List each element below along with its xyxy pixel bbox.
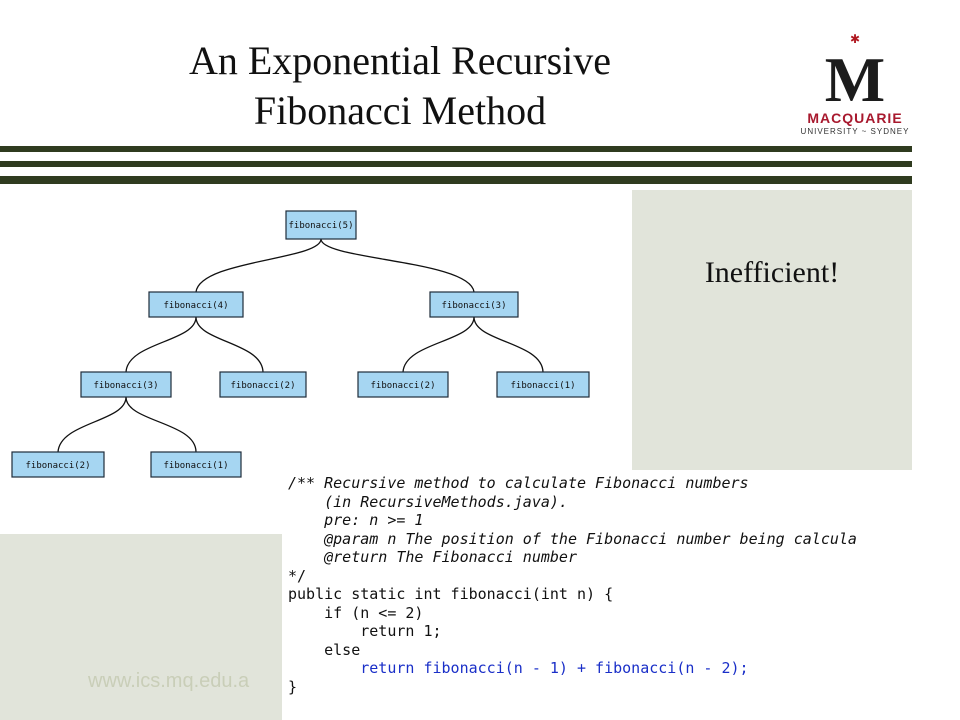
code-line: @param n The position of the Fibonacci n… — [288, 529, 857, 548]
code-line: } — [288, 677, 298, 696]
star-icon: ✱ — [849, 32, 861, 46]
tree-node-label: fibonacci(3) — [93, 381, 158, 391]
code-line: if (n <= 2) — [288, 603, 424, 622]
tree-edge — [402, 316, 475, 373]
tree-node-label: fibonacci(2) — [25, 461, 90, 471]
tree-edge — [195, 316, 264, 373]
code-line: else — [288, 640, 361, 659]
footer-url: www.ics.mq.edu.a — [88, 670, 250, 692]
code-line: /** Recursive method to calculate Fibona… — [288, 474, 749, 492]
logo-letter: M — [824, 44, 886, 115]
tree-edge — [57, 396, 127, 453]
code-line: return 1; — [288, 622, 442, 640]
title-line-2: Fibonacci Method — [253, 88, 547, 133]
tree-node-label: fibonacci(4) — [163, 301, 228, 311]
code-line: public static int fibonacci(int n) { — [288, 585, 614, 603]
tree-node-box — [496, 371, 590, 398]
title-line-1: An Exponential Recursive — [188, 38, 612, 83]
tree-edge — [320, 238, 475, 293]
code-listing: /** Recursive method to calculate Fibona… — [282, 470, 960, 720]
tree-node-box — [11, 451, 105, 478]
tree-edge — [195, 238, 322, 293]
tree-node-label: fibonacci(2) — [370, 381, 435, 391]
tree-node-box — [80, 371, 172, 398]
tree-node-box — [285, 210, 357, 240]
code-line: return fibonacci(n - 1) + fibonacci(n - … — [288, 659, 749, 677]
header-stripe-1 — [0, 146, 912, 152]
tree-node-label: fibonacci(1) — [163, 461, 228, 471]
header-stripe-2 — [0, 161, 912, 167]
tree-node-box — [429, 291, 519, 318]
note-panel — [632, 190, 912, 472]
tree-node-label: fibonacci(5) — [288, 221, 353, 231]
lower-left-panel — [0, 534, 282, 720]
logo-name: MACQUARIE — [807, 110, 903, 126]
code-line: (in RecursiveMethods.java). — [288, 492, 568, 511]
logo-subtitle: UNIVERSITY ~ SYDNEY — [800, 127, 910, 136]
tree-edge — [125, 316, 197, 373]
tree-node-label: fibonacci(2) — [230, 381, 295, 391]
tree-node-box — [357, 371, 449, 398]
code-line: */ — [288, 566, 307, 585]
recursion-tree: fibonacci(5) fibonacci(4) fibonacci(3) f… — [11, 210, 590, 478]
header-stripe-3 — [0, 176, 912, 184]
tree-node-label: fibonacci(1) — [510, 381, 575, 391]
tree-edge — [125, 396, 197, 453]
tree-node-box — [219, 371, 307, 398]
tree-edge — [473, 316, 544, 373]
slide-title: An Exponential Recursive Fibonacci Metho… — [100, 36, 700, 136]
tree-node-box — [148, 291, 244, 318]
tree-node-box — [150, 451, 242, 478]
macquarie-logo: ✱ M MACQUARIE UNIVERSITY ~ SYDNEY — [790, 32, 920, 144]
inefficient-note: Inefficient! — [704, 256, 840, 289]
tree-node-label: fibonacci(3) — [441, 301, 506, 311]
code-line: pre: n >= 1 — [288, 511, 424, 529]
code-line: @return The Fibonacci number — [288, 548, 577, 566]
